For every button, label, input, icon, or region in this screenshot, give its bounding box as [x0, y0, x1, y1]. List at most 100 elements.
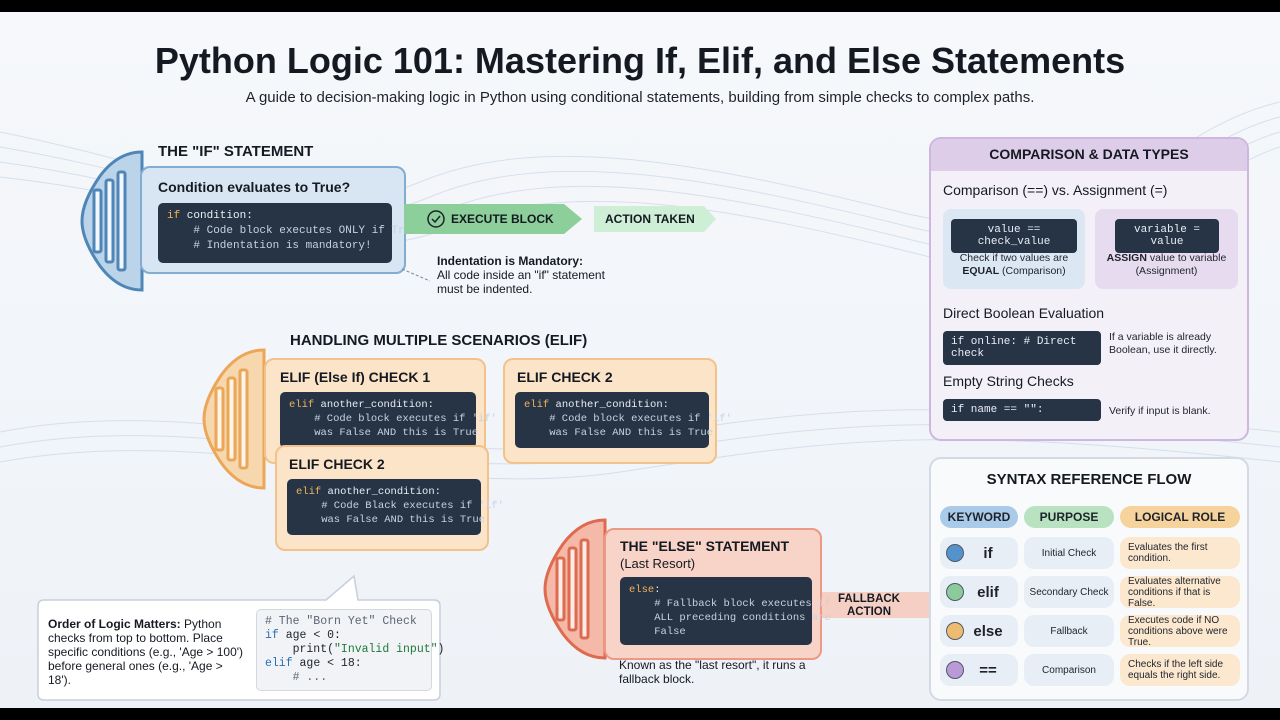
elif3-code-line1: another_condition: [321, 486, 441, 498]
comparison-subheader: Comparison (==) vs. Assignment (=) [943, 182, 1168, 198]
check-icon [427, 210, 445, 228]
indentation-note: Indentation is Mandatory: All code insid… [437, 254, 622, 296]
if-condition-card: Condition evaluates to True? if conditio… [140, 166, 418, 274]
keyword-dot-icon [946, 583, 964, 601]
boolean-header: Direct Boolean Evaluation [943, 305, 1105, 321]
column-logical-role: LOGICAL ROLE [1120, 506, 1240, 528]
keyword-dot-icon [946, 661, 964, 679]
action-taken-label: ACTION TAKEN [605, 212, 695, 226]
syntax-row-keyword: == [940, 654, 1018, 686]
order-code-line3a: print( [265, 643, 335, 656]
syntax-row-role: Checks if the left side equals the right… [1120, 654, 1240, 686]
equality-code: value == check_value [951, 219, 1077, 253]
elif-check-2-title: ELIF CHECK 2 [517, 369, 613, 385]
assignment-desc: ASSIGN value to variable (Assignment) [1101, 252, 1232, 278]
syntax-row-purpose: Initial Check [1024, 537, 1114, 569]
syntax-keyword-text: elif [977, 583, 999, 601]
else-code-line1: : [654, 584, 661, 596]
syntax-row-keyword: elif [940, 576, 1018, 608]
if-code-line2: # Code block executes ONLY if True [167, 225, 418, 237]
elif3-keyword: elif [296, 486, 322, 498]
diagram-canvas: Python Logic 101: Mastering If, Elif, an… [0, 12, 1280, 708]
if-funnel-icon [80, 150, 144, 292]
elif-section-header: HANDLING MULTIPLE SCENARIOS (ELIF) [290, 332, 588, 349]
order-code-str: "Invalid input" [334, 643, 438, 656]
order-code-kw2: elif [265, 657, 293, 670]
equality-desc-b: (Comparison) [999, 265, 1066, 277]
if-code-line1: condition: [180, 210, 253, 222]
if-section-header: THE "IF" STATEMENT [158, 143, 314, 160]
elif3-code-line2: # Code Black executes if 'if' [296, 500, 504, 512]
elif-check-2-code: elif another_condition: # Code block exe… [515, 392, 732, 448]
syntax-row-purpose: Comparison [1024, 654, 1114, 686]
assignment-desc-bold: ASSIGN [1106, 252, 1147, 264]
keyword-dot-icon [946, 544, 964, 562]
if-code-block: if condition: # Code block executes ONLY… [158, 203, 418, 263]
comparison-panel-header: COMPARISON & DATA TYPES [989, 146, 1189, 162]
syntax-keyword-text: else [973, 622, 1003, 640]
elif1-keyword: elif [289, 399, 315, 411]
syntax-row-keyword: else [940, 615, 1018, 647]
else-subtitle: (Last Resort) [620, 556, 696, 571]
elif-funnel-icon [202, 348, 266, 490]
elif2-code-line2: # Code block executes if 'if' [524, 413, 732, 425]
comparison-panel-header-bg [931, 139, 1247, 171]
order-code-line5: # ... [265, 671, 328, 684]
boolean-desc: If a variable is already Boolean, use it… [1109, 331, 1217, 356]
equality-desc-bold: EQUAL [962, 265, 1000, 277]
empty-string-code: if name == "": [943, 399, 1101, 421]
order-note-code: # The "Born Yet" Check if age < 0: print… [256, 609, 444, 691]
elif-check-3-title: ELIF CHECK 2 [289, 456, 385, 472]
order-code-kw1: if [265, 629, 279, 642]
order-code-line3b: ) [437, 643, 445, 656]
column-keyword: KEYWORD [940, 506, 1018, 528]
syntax-row-purpose: Fallback [1024, 615, 1114, 647]
page-subtitle: A guide to decision-making logic in Pyth… [245, 89, 1035, 106]
syntax-keyword-text: == [979, 661, 997, 679]
indentation-note-title: Indentation is Mandatory: [437, 254, 584, 268]
syntax-keyword-text: if [983, 544, 993, 562]
elif2-code-line1: another_condition: [549, 399, 669, 411]
assignment-code: variable = value [1115, 219, 1219, 253]
if-condition-label: Condition evaluates to True? [158, 179, 351, 195]
order-code-line2: age < 0: [278, 629, 341, 642]
else-funnel-icon [543, 518, 607, 660]
else-code-line4: False [629, 626, 686, 638]
equality-card: value == check_value Check if two values… [943, 209, 1085, 289]
else-code-line3: ALL preceding conditions are [629, 612, 831, 624]
order-code-line4: age < 18: [292, 657, 362, 670]
else-code-line2: # Fallback block executes if [629, 598, 831, 610]
fallback-arrow [822, 592, 930, 618]
equality-desc: Check if two values are EQUAL (Compariso… [949, 252, 1079, 278]
else-card: THE "ELSE" STATEMENT (Last Resort) else:… [604, 528, 831, 660]
order-note-text: Order of Logic Matters: Python checks fr… [48, 617, 248, 687]
elif-check-3-card: ELIF CHECK 2 elif another_condition: # C… [275, 445, 504, 551]
syntax-row-role: Evaluates alternative conditions if that… [1120, 576, 1240, 609]
execute-block-label: EXECUTE BLOCK [451, 212, 554, 226]
assignment-card: variable = value ASSIGN value to variabl… [1095, 209, 1238, 289]
empty-string-desc: Verify if input is blank. [1109, 405, 1211, 417]
elif-check-3-code: elif another_condition: # Code Black exe… [287, 479, 504, 535]
equality-desc-a: Check if two values are [959, 252, 1069, 264]
indentation-note-body: All code inside an "if" statement must b… [437, 268, 605, 296]
order-note-bold: Order of Logic Matters: [48, 617, 181, 631]
syntax-panel: SYNTAX REFERENCE FLOW KEYWORD PURPOSE LO… [929, 457, 1249, 701]
syntax-row-keyword: if [940, 537, 1018, 569]
comparison-panel: COMPARISON & DATA TYPES Comparison (==) … [929, 137, 1249, 441]
empty-string-header: Empty String Checks [943, 373, 1074, 389]
elif1-code-line3: was False AND this is True [289, 427, 479, 439]
order-code-line1: # The "Born Yet" Check [265, 615, 417, 628]
else-keyword: else [629, 584, 655, 596]
elif2-keyword: elif [524, 399, 550, 411]
order-note-body: Python checks from top to bottom. Place … [48, 617, 244, 687]
syntax-panel-header: SYNTAX REFERENCE FLOW [986, 471, 1192, 488]
else-code: else: # Fallback block executes if ALL p… [620, 577, 831, 645]
syntax-row-role: Executes code if NO conditions above wer… [1120, 615, 1240, 648]
syntax-row-role: Evaluates the first condition. [1120, 537, 1240, 569]
elif2-code-line3: was False AND this is True [524, 427, 714, 439]
column-purpose: PURPOSE [1024, 506, 1114, 528]
indent-note-connector [401, 268, 431, 282]
boolean-code: if online: # Direct check [943, 331, 1101, 365]
else-title: THE "ELSE" STATEMENT [620, 538, 790, 554]
assignment-desc-b: value to variable (Assignment) [1135, 252, 1227, 277]
